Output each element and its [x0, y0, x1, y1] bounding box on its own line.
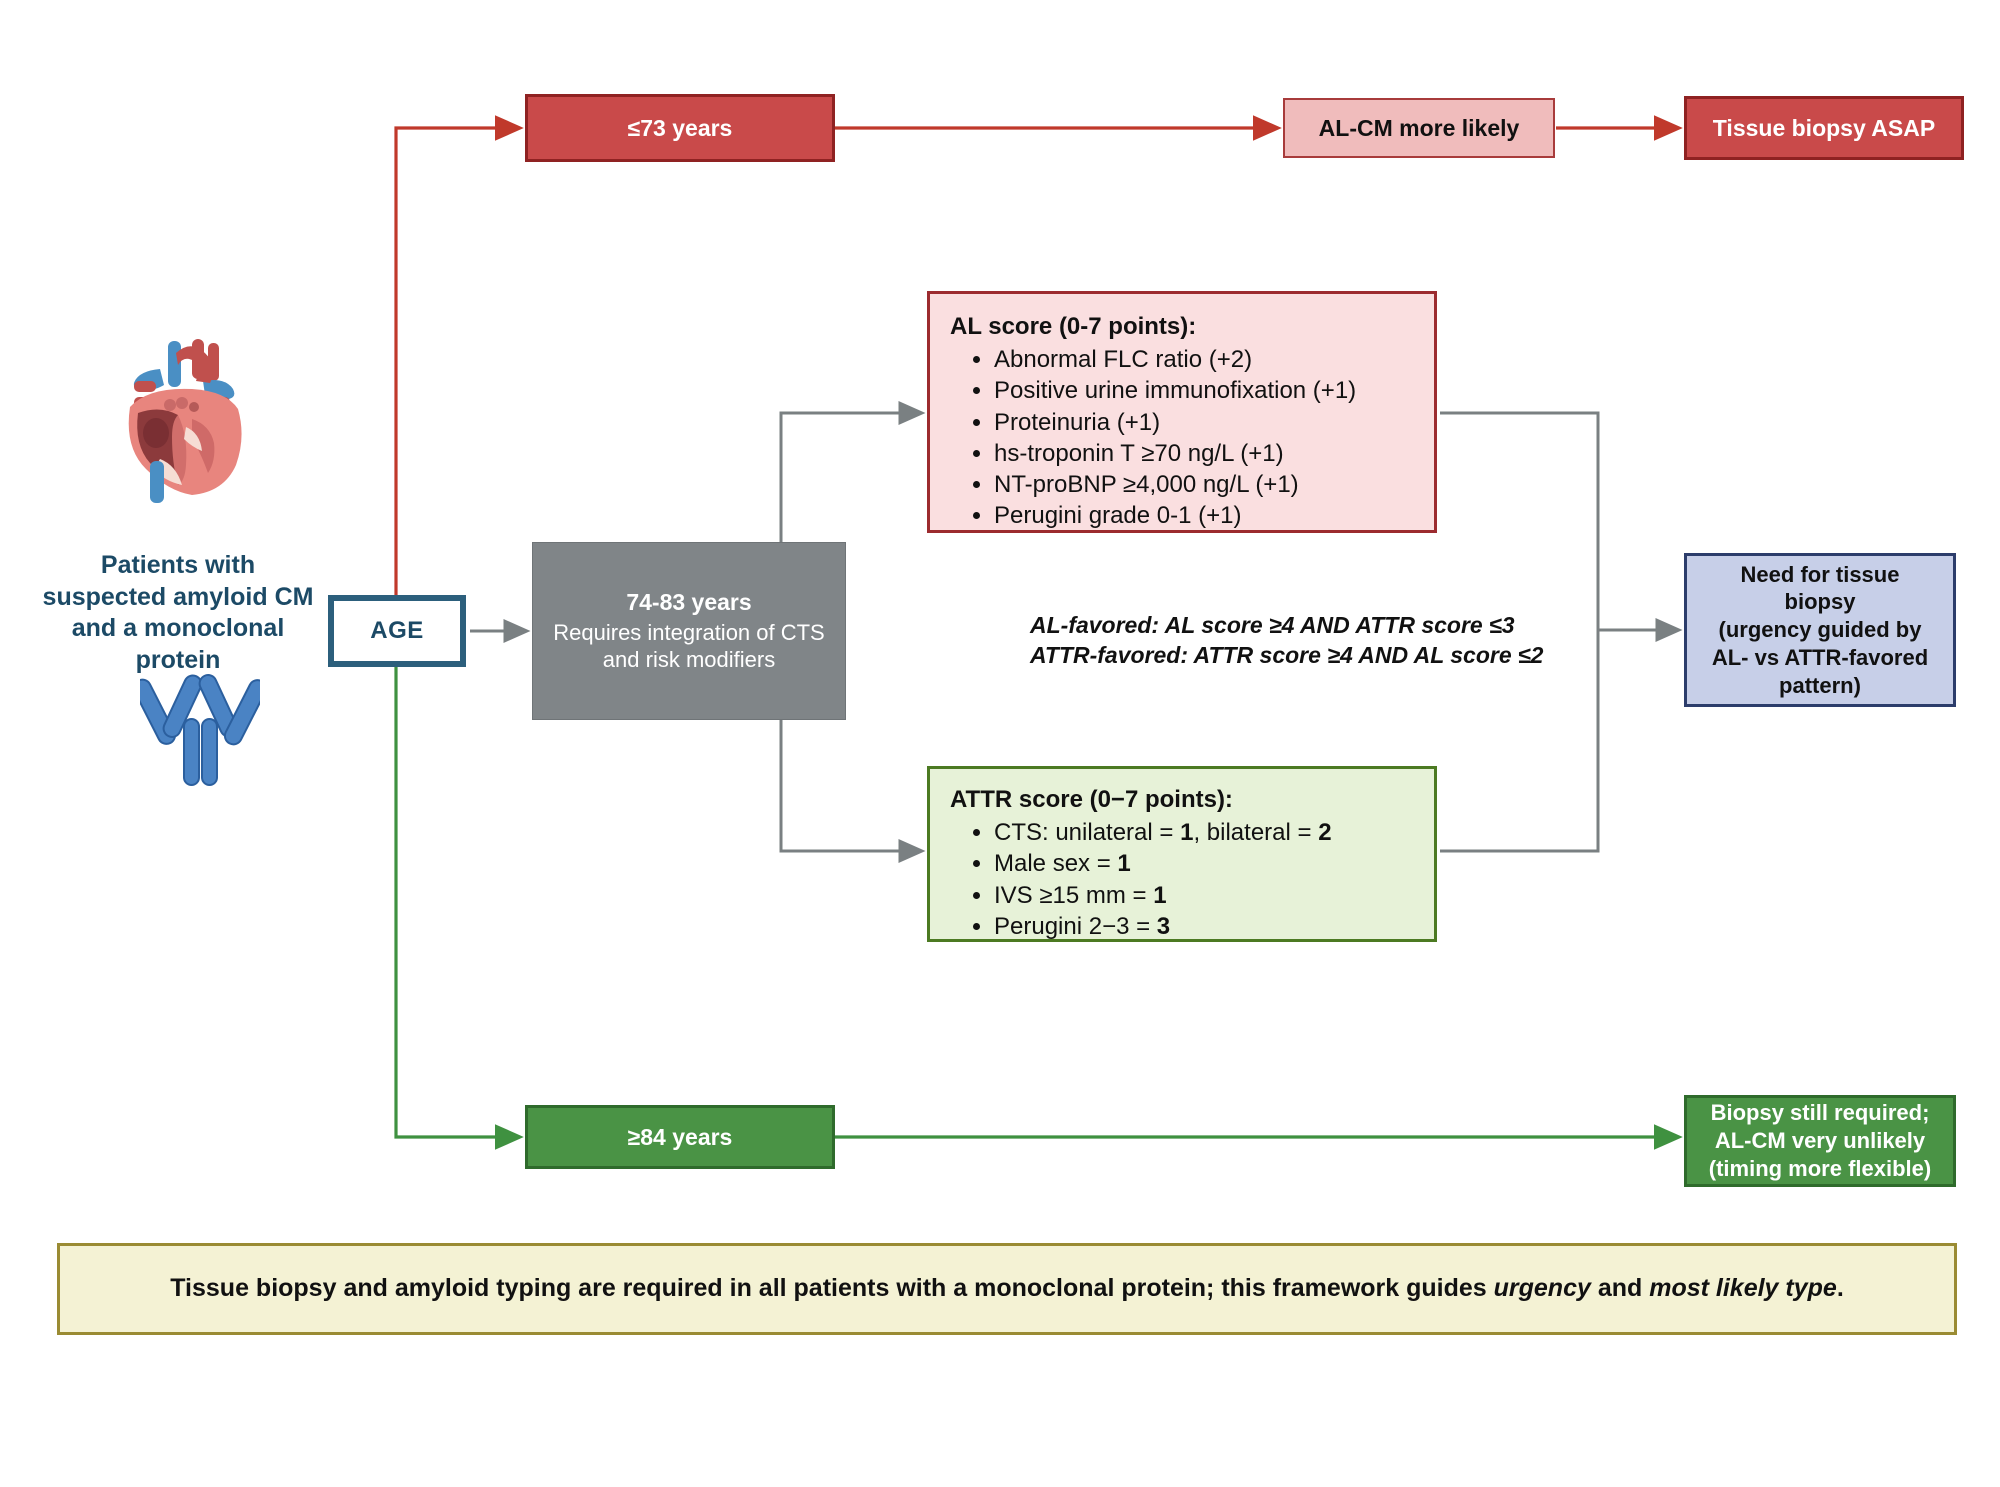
- age-le-73-label: ≤73 years: [627, 114, 733, 141]
- attr-score-list: CTS: unilateral = 1, bilateral = 2 Male …: [950, 817, 1414, 942]
- al-cm-more-likely-label: AL-CM more likely: [1318, 114, 1520, 141]
- antibody-icon: [132, 665, 267, 795]
- age-ge-84-label: ≥84 years: [627, 1123, 733, 1150]
- list-item: Male sex = 1: [994, 848, 1414, 879]
- footer-text-c: .: [1836, 1274, 1844, 1303]
- list-item: Perugini 2−3 = 3: [994, 911, 1414, 942]
- list-item: Positive urine immunofixation (+1): [994, 375, 1414, 406]
- biopsy-still-required-box[interactable]: Biopsy still required; AL-CM very unlike…: [1684, 1095, 1956, 1187]
- favored-pattern-rules: AL-favored: AL score ≥4 AND ATTR score ≤…: [1030, 610, 1550, 671]
- blue-line-1: Need for tissue: [1740, 561, 1900, 587]
- green-line-1: Biopsy still required;: [1710, 1100, 1930, 1126]
- al-favored-rule: AL-favored: AL score ≥4 AND ATTR score ≤…: [1030, 612, 1515, 638]
- patient-caption: Patients with suspected amyloid CM and a…: [42, 551, 314, 674]
- green-line-2: AL-CM very unlikely: [1714, 1128, 1926, 1154]
- age-decision-label: AGE: [370, 616, 424, 644]
- footer-banner: Tissue biopsy and amyloid typing are req…: [57, 1243, 1957, 1335]
- age-decision-box[interactable]: AGE: [328, 595, 466, 667]
- list-item: Perugini grade 0-1 (+1): [994, 500, 1414, 531]
- attr-favored-rule: ATTR-favored: ATTR score ≥4 AND AL score…: [1030, 642, 1544, 669]
- blue-line-3: (urgency guided by: [1718, 617, 1922, 643]
- list-item: NT-proBNP ≥4,000 ng/L (+1): [994, 469, 1414, 500]
- al-cm-more-likely-box[interactable]: AL-CM more likely: [1283, 98, 1555, 158]
- blue-line-4: AL- vs ATTR-favored: [1711, 644, 1929, 670]
- footer-em-b: most likely type: [1649, 1274, 1837, 1303]
- tissue-biopsy-asap-label: Tissue biopsy ASAP: [1712, 114, 1936, 141]
- footer-text-a: Tissue biopsy and amyloid typing are req…: [170, 1274, 1494, 1303]
- footer-text: Tissue biopsy and amyloid typing are req…: [170, 1273, 1844, 1305]
- age-74-83-subtitle: Requires integration of CTS and risk mod…: [553, 619, 825, 673]
- age-ge-84-box[interactable]: ≥84 years: [525, 1105, 835, 1169]
- age-le-73-box[interactable]: ≤73 years: [525, 94, 835, 162]
- al-score-panel[interactable]: AL score (0-7 points): Abnormal FLC rati…: [927, 291, 1437, 533]
- list-item: Proteinuria (+1): [994, 407, 1414, 438]
- attr-score-panel[interactable]: ATTR score (0−7 points): CTS: unilateral…: [927, 766, 1437, 942]
- list-item: hs-troponin T ≥70 ng/L (+1): [994, 438, 1414, 469]
- green-line-3: (timing more flexible): [1708, 1155, 1932, 1181]
- attr-score-header: ATTR score (0−7 points):: [950, 786, 1233, 813]
- tissue-biopsy-asap-box[interactable]: Tissue biopsy ASAP: [1684, 96, 1964, 160]
- list-item: CTS: unilateral = 1, bilateral = 2: [994, 817, 1414, 848]
- heart-anatomy-icon: [108, 335, 253, 505]
- al-score-header: AL score (0-7 points):: [950, 313, 1197, 340]
- footer-text-b: and: [1590, 1274, 1650, 1303]
- blue-line-2: biopsy: [1784, 589, 1856, 615]
- age-74-83-box[interactable]: 74-83 years Requires integration of CTS …: [532, 542, 846, 720]
- list-item: IVS ≥15 mm = 1: [994, 880, 1414, 911]
- need-for-tissue-biopsy-box[interactable]: Need for tissue biopsy (urgency guided b…: [1684, 553, 1956, 707]
- age-74-83-title: 74-83 years: [626, 588, 752, 615]
- blue-line-5: pattern): [1779, 672, 1861, 698]
- al-score-list: Abnormal FLC ratio (+2) Positive urine i…: [950, 344, 1414, 531]
- list-item: Abnormal FLC ratio (+2): [994, 344, 1414, 375]
- footer-em-a: urgency: [1493, 1274, 1591, 1303]
